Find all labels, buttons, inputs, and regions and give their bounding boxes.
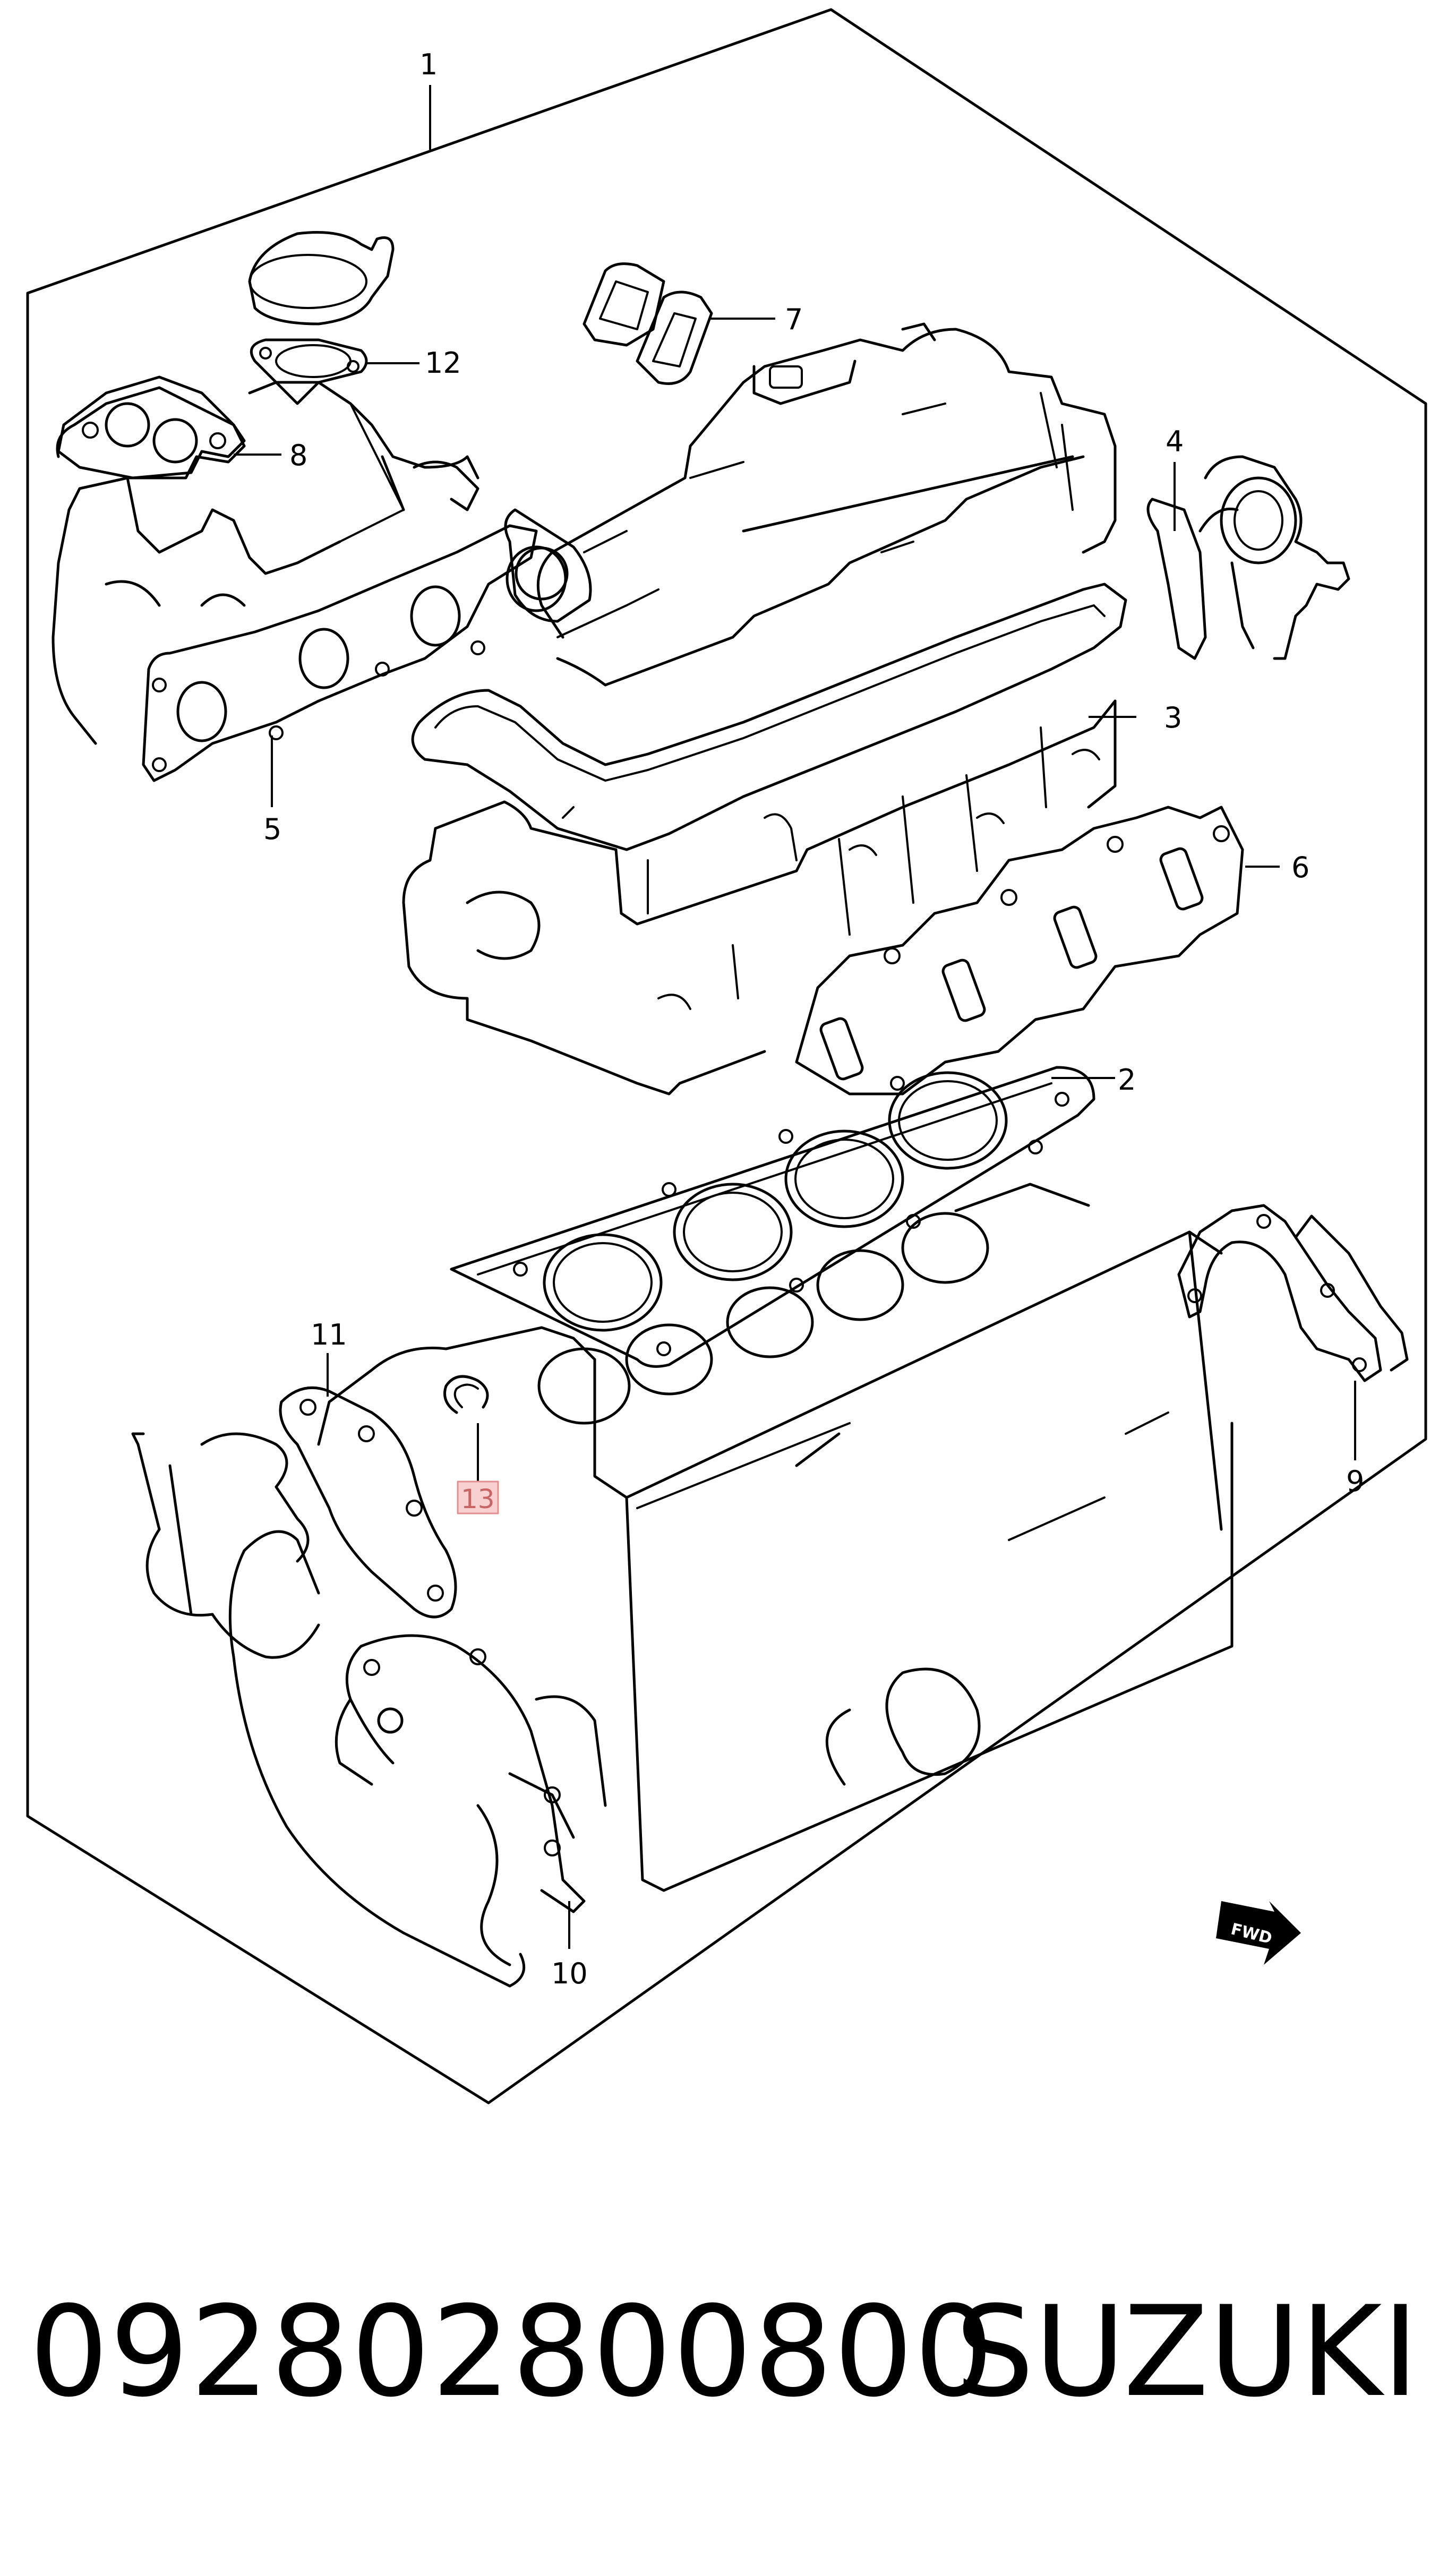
carburetor-gasket (57, 375, 281, 480)
outlet-flange (504, 508, 592, 623)
callout-6: 6 (1291, 851, 1309, 884)
callout-11: 11 (311, 1318, 347, 1351)
brand-name: SUZUKI (955, 2280, 1419, 2425)
water-outlet (248, 231, 419, 384)
fuel-pump-housing (1146, 455, 1350, 660)
intake-manifold (52, 381, 479, 745)
intake-manifold-gasket (142, 524, 567, 807)
timing-cover (228, 1530, 586, 1988)
fwd-direction-badge: FWD (1216, 1901, 1301, 1965)
head-cover-gasket (411, 583, 1136, 851)
callout-3: 3 (1164, 701, 1182, 734)
head-gasket (450, 1066, 1115, 1368)
part-number: 092802800800 (29, 2280, 995, 2425)
caption-bar: 092802800800 SUZUKI (0, 2283, 1456, 2421)
callout-8: 8 (289, 439, 307, 472)
head-cover (536, 322, 1117, 687)
callout-5: 5 (263, 812, 281, 846)
callout-9: 9 (1346, 1465, 1364, 1498)
water-pump (131, 1353, 457, 1659)
engine-block (317, 1183, 1234, 1892)
callout-13: 13 (461, 1484, 495, 1514)
callout-10: 10 (551, 1957, 588, 1990)
callout-12: 12 (425, 346, 461, 380)
cylinder-head (402, 699, 1117, 1096)
callout-13-highlight[interactable]: 13 (457, 1481, 499, 1514)
parts-diagram: FWD 1 7 12 8 4 3 5 6 2 11 9 10 13 (26, 8, 1427, 2104)
callout-4: 4 (1166, 425, 1184, 458)
kit-frame (26, 8, 1427, 2104)
callout-2: 2 (1118, 1063, 1136, 1097)
callout-1: 1 (419, 48, 438, 81)
cover-plate-gasket (583, 262, 775, 385)
exhaust-manifold-gasket (795, 806, 1280, 1096)
callout-7: 7 (785, 303, 803, 336)
o-ring (443, 1375, 489, 1482)
oil-seal-housing (1177, 1204, 1409, 1460)
